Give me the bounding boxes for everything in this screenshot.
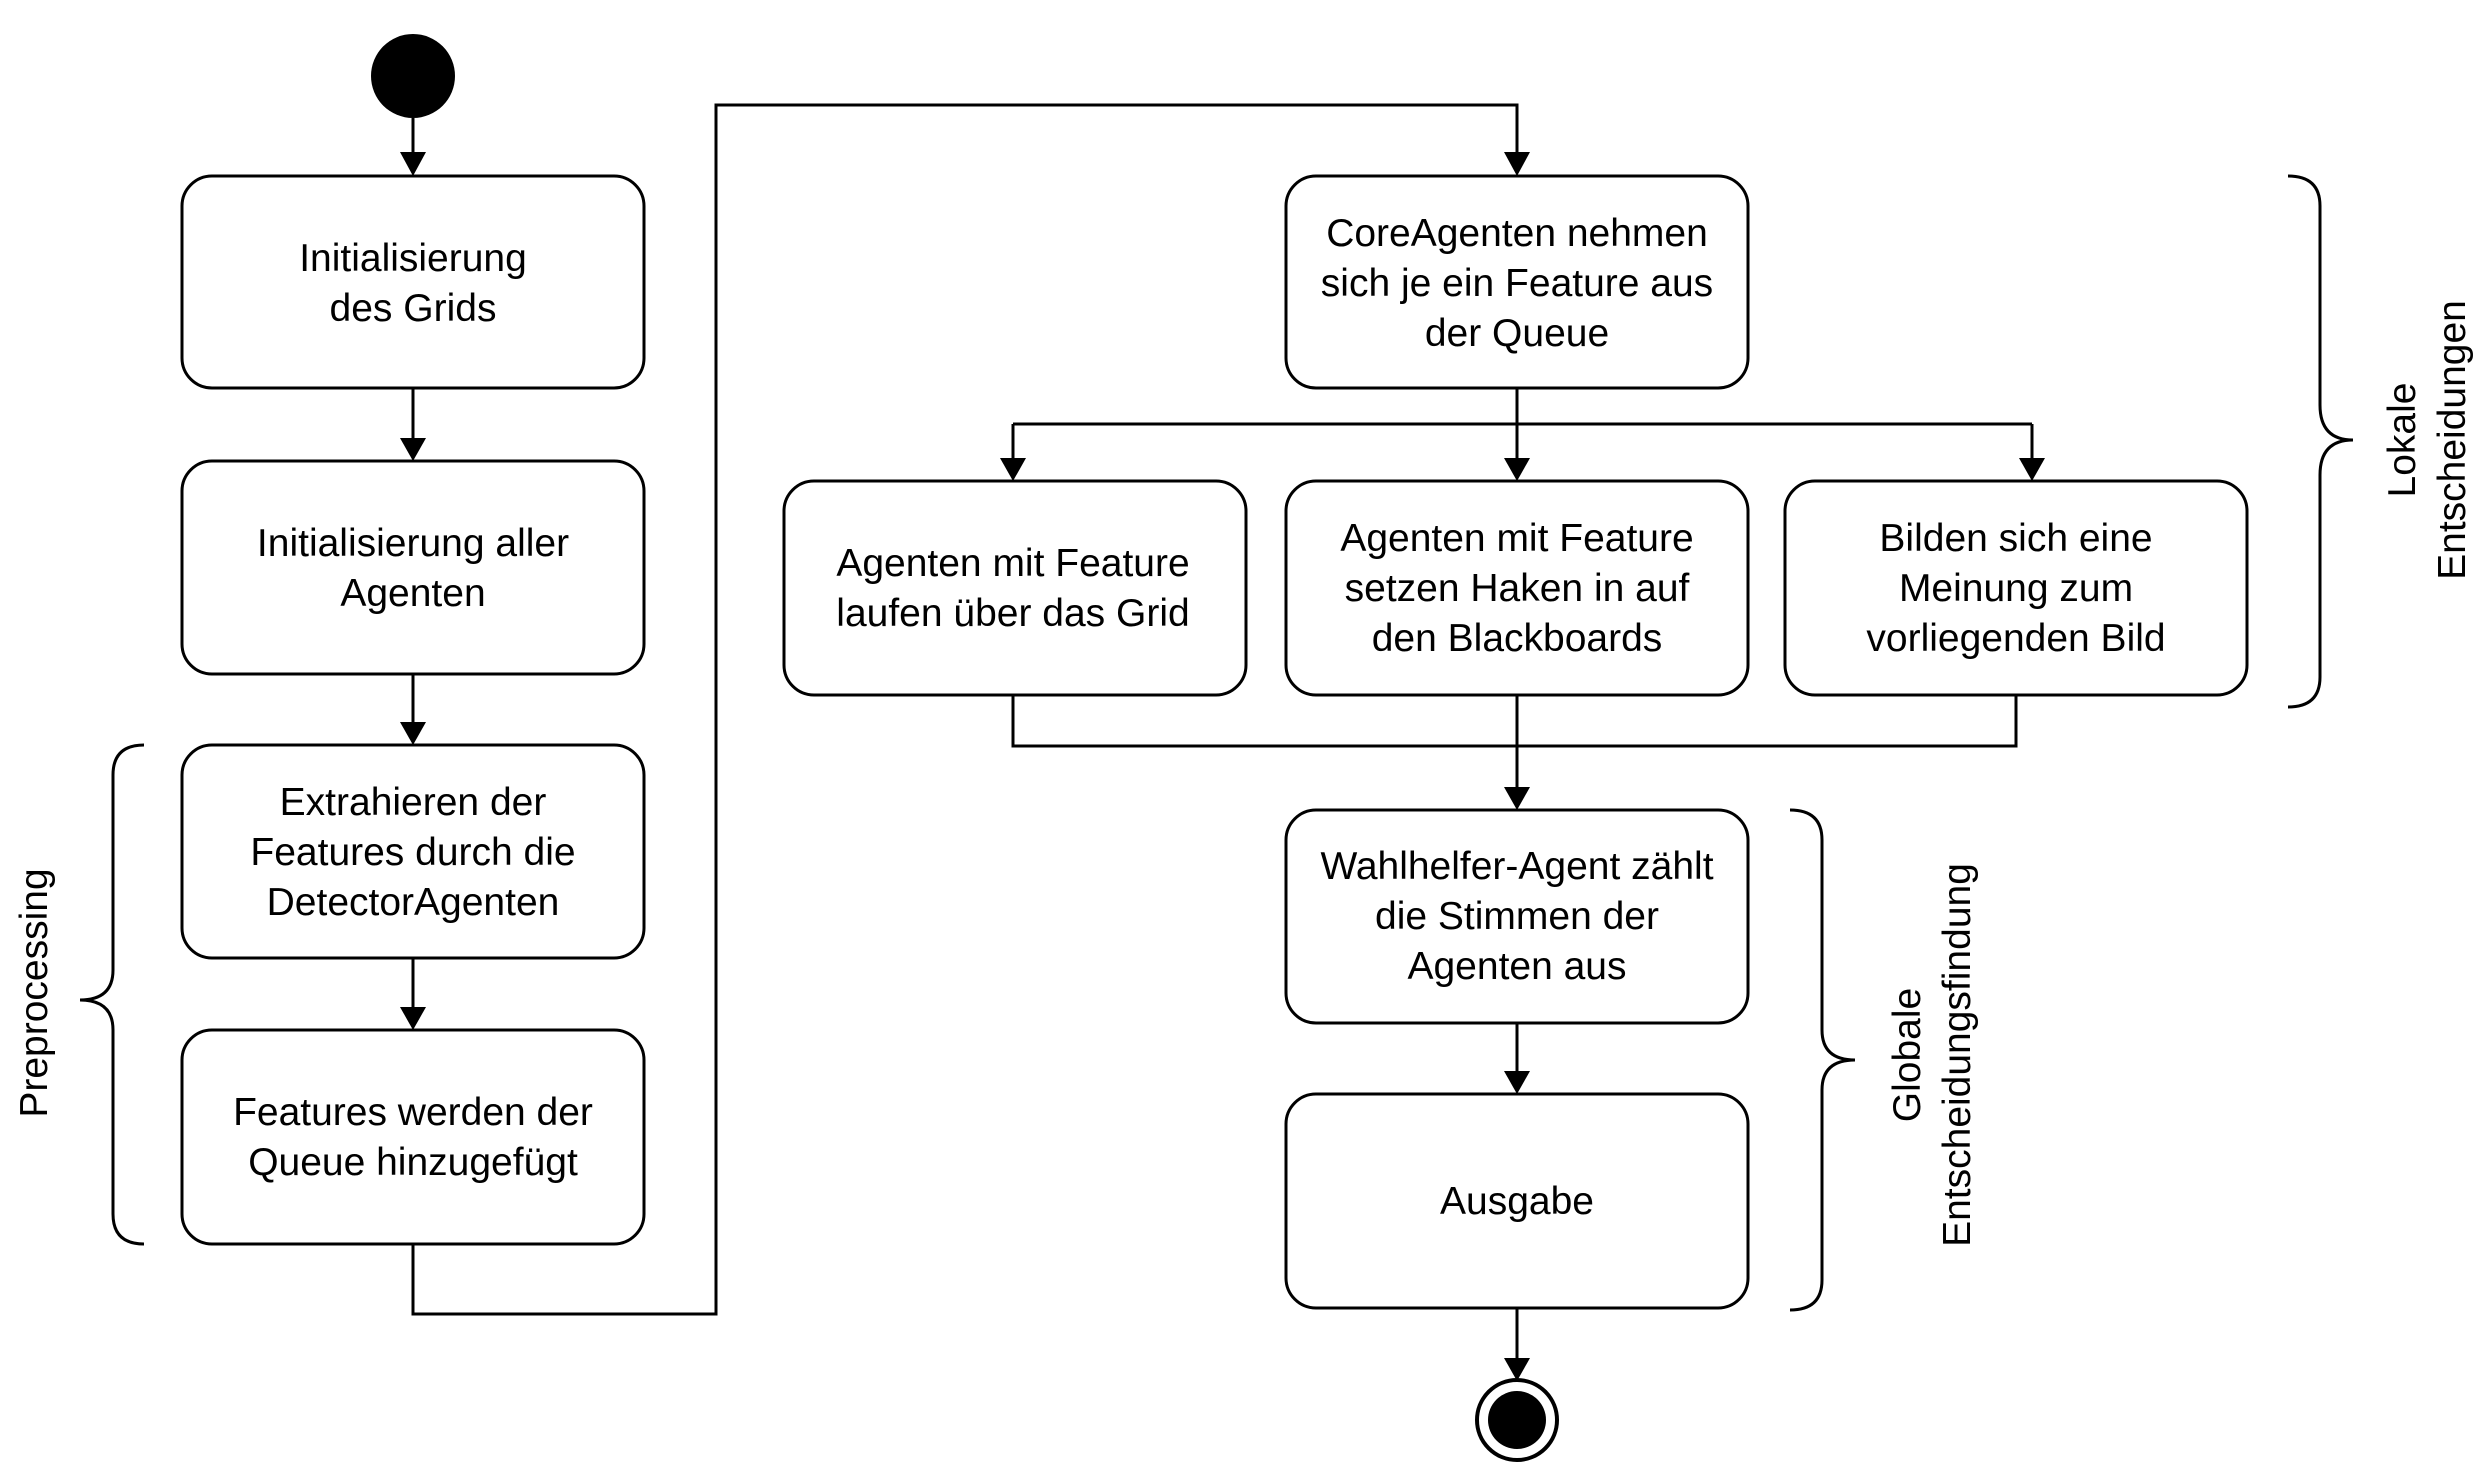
svg-text:Preprocessing: Preprocessing — [13, 868, 56, 1117]
text-line: Agenten — [340, 572, 485, 615]
arrowhead — [1504, 152, 1530, 176]
edge-queue-add-core-take — [411, 103, 1519, 1316]
text-line: Initialisierung aller — [257, 522, 569, 565]
text-line: des Grids — [330, 287, 497, 330]
brace-local-decisions — [2287, 174, 2354, 709]
arrowhead — [1000, 458, 1026, 481]
text-line: laufen über das Grid — [836, 592, 1189, 635]
svg-text:Ausgabe: Ausgabe — [1440, 1180, 1594, 1223]
text-line: Agenten aus — [1407, 945, 1626, 988]
text-line: Agenten mit Feature — [836, 542, 1189, 585]
text-line: sich je ein Feature aus — [1321, 262, 1713, 305]
text-line: der Queue — [1425, 312, 1609, 355]
arrowhead — [400, 438, 426, 461]
brace-preprocessing — [79, 743, 145, 1246]
end-node-dot — [1488, 1391, 1546, 1449]
label-preprocessing: Preprocessing — [13, 868, 56, 1117]
arrowhead — [400, 1007, 426, 1030]
arrowhead — [1504, 1358, 1530, 1381]
text-line: Agenten mit Feature — [1340, 517, 1693, 560]
text-line: Ausgabe — [1440, 1180, 1594, 1223]
text-line: setzen Haken in auf — [1345, 567, 1690, 610]
text-line: die Stimmen der — [1375, 895, 1659, 938]
node-output: Ausgabe — [1284, 1092, 1750, 1310]
node-init-grid: Initialisierung des Grids — [180, 174, 646, 390]
text-line: Preprocessing — [13, 868, 56, 1117]
text-line: Meinung zum — [1899, 567, 2133, 610]
node-agents-walk-grid: Agenten mit Feature laufen über das Grid — [782, 479, 1248, 697]
text-line: vorliegenden Bild — [1866, 617, 2165, 660]
start-node — [371, 34, 455, 118]
text-line: Initialisierung — [299, 237, 527, 280]
text-line: Wahlhelfer-Agent zählt — [1320, 845, 1713, 888]
arrowhead — [1504, 458, 1530, 481]
edge-branches-count-votes — [1011, 695, 2018, 794]
edges — [400, 103, 2045, 1381]
node-agents-set-marks: Agenten mit Feature setzen Haken in auf de… — [1284, 479, 1750, 697]
arrowhead — [400, 722, 426, 745]
text-line: Lokale — [2381, 383, 2424, 498]
text-line: Globale — [1886, 988, 1929, 1122]
text-line: CoreAgenten nehmen — [1326, 212, 1708, 255]
text-line: den Blackboards — [1372, 617, 1663, 660]
text-line: Bilden sich eine — [1879, 517, 2152, 560]
arrowhead — [1504, 1071, 1530, 1094]
text-line: Queue hinzugefügt — [248, 1141, 578, 1184]
arrowhead — [2019, 458, 2045, 481]
brace-global-decision — [1789, 808, 1856, 1312]
text-line: Entscheidungsfindung — [1936, 863, 1979, 1247]
text-line: Entscheidungen — [2431, 300, 2474, 580]
arrowhead — [400, 152, 426, 176]
text-line: DetectorAgenten — [267, 881, 560, 924]
arrowhead — [1504, 787, 1530, 810]
node-core-agents-take-feature: CoreAgenten nehmen sich je ein Feature au… — [1284, 174, 1750, 390]
text-line: Extrahieren der — [280, 781, 547, 824]
text-line: Features werden der — [233, 1091, 593, 1134]
text-line: Features durch die — [250, 831, 575, 874]
edge-core-take-branches — [1011, 388, 2034, 464]
